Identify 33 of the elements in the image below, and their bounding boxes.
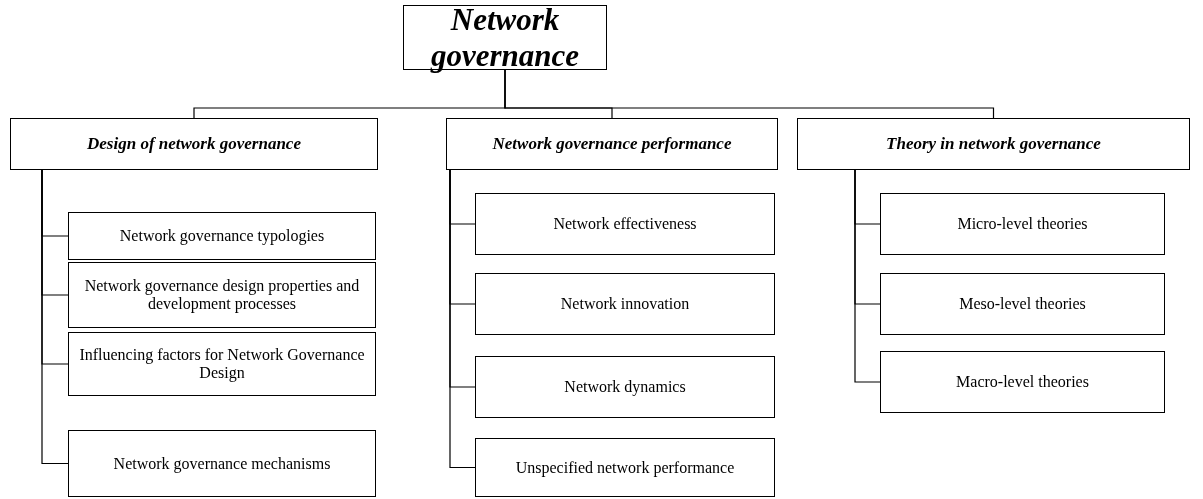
topic-box: [68, 262, 376, 328]
topic-label: Network governance performance: [492, 134, 732, 154]
topic-box: [475, 356, 775, 418]
topic-label: Design of network governance: [87, 134, 301, 154]
topic-box: [475, 438, 775, 497]
topic-box: [68, 332, 376, 396]
topic-label: Macro-level theories: [956, 373, 1089, 391]
topic-box: [10, 118, 378, 170]
topic-label: Meso-level theories: [959, 295, 1086, 313]
topic-label: Unspecified network performance: [515, 458, 735, 477]
topic-box: [880, 351, 1165, 413]
topic-box: [475, 193, 775, 255]
topic-label: Micro-level theories: [957, 215, 1088, 233]
topic-label: Network governance mechanisms: [113, 454, 331, 473]
topic-label: Influencing factors for Network Governance Design: [78, 346, 366, 382]
connector-line: [41, 169, 69, 465]
topic-label: Network governance: [429, 1, 581, 74]
topic-label: Network governance design properties and development processes: [83, 277, 361, 313]
topic-label: Network governance typologies: [119, 227, 325, 245]
topic-box: [880, 193, 1165, 255]
topic-box: [446, 118, 778, 170]
topic-label: Theory in network governance: [886, 134, 1101, 154]
topic-box: [68, 212, 376, 260]
connector-line: [449, 169, 476, 469]
topic-label: Network innovation: [560, 295, 690, 313]
connector-line: [854, 169, 881, 383]
topic-box: [68, 430, 376, 497]
topic-box: [797, 118, 1190, 170]
topic-label: Network dynamics: [564, 378, 686, 396]
connector-line: [504, 69, 995, 119]
topic-label: Network effectiveness: [553, 215, 697, 233]
topic-box: [880, 273, 1165, 335]
topic-box: [475, 273, 775, 335]
